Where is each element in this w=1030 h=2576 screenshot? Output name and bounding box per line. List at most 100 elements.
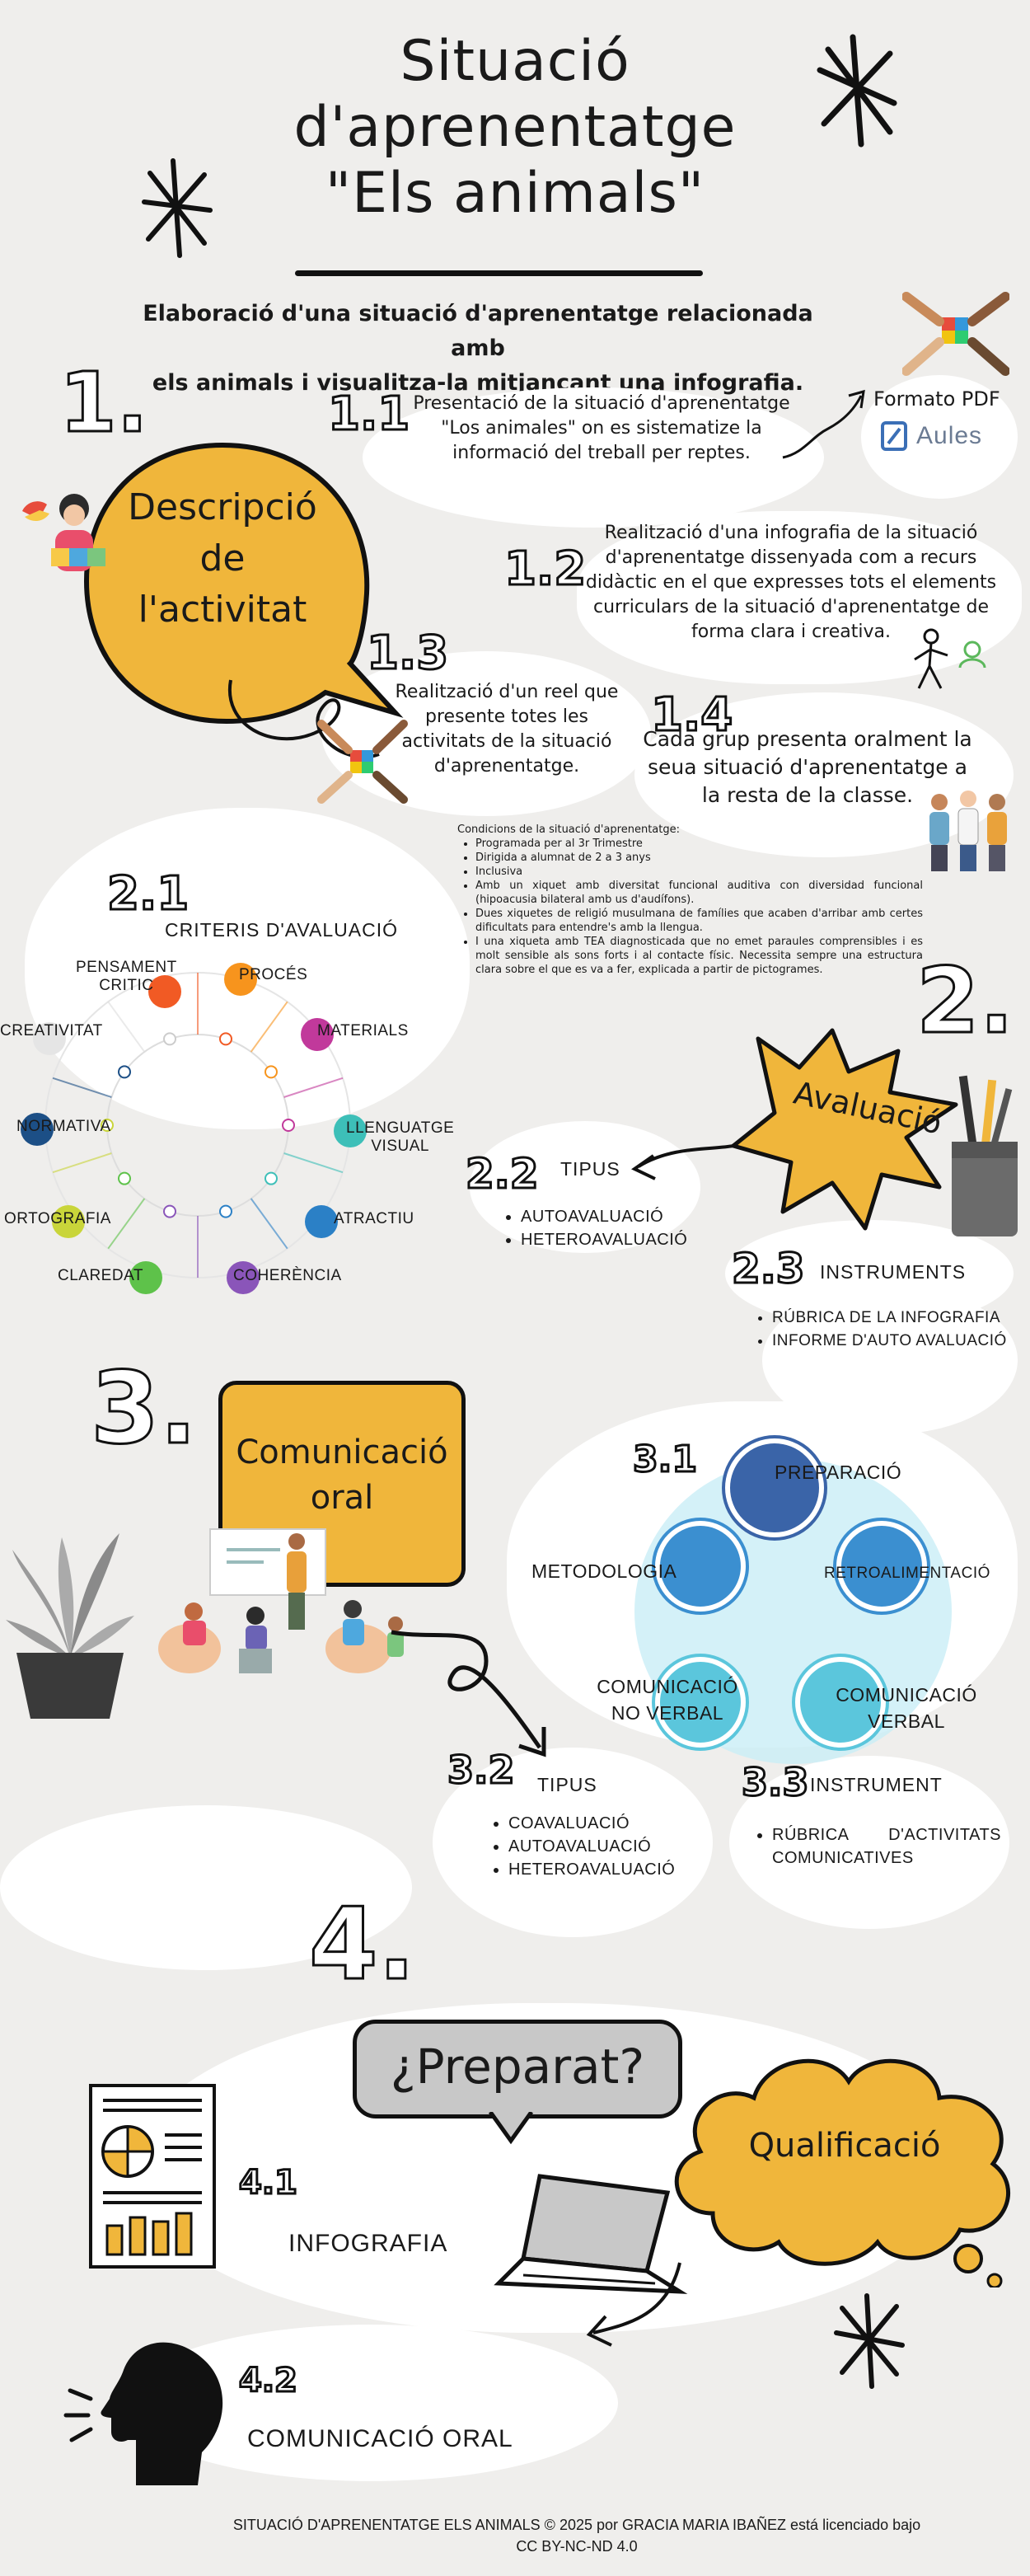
pencil-cup-icon <box>952 1075 1018 1236</box>
list-item: Programada per al 3r Trimestre <box>475 837 923 851</box>
section-3-3-title: INSTRUMENT <box>810 1774 943 1795</box>
cycle-node <box>655 1657 746 1748</box>
conditions-block: Condicions de la situació d'aprenentatge… <box>457 823 923 977</box>
text-line: Cada grup presenta oralment la <box>643 727 972 751</box>
wheel-node <box>264 1065 278 1079</box>
wheel-spoke <box>107 1198 146 1250</box>
text-line: Realització d'una infografia de la situa… <box>604 523 978 543</box>
section-4-1-label: INFOGRAFIA <box>288 2230 448 2257</box>
subtitle-line-2: els animals i visualitza-la mitjançant u… <box>152 370 804 396</box>
section-number-2: 2. <box>915 947 1014 1055</box>
cycle-label: COMUNICACIÓ NO VERBAL <box>597 1676 738 1724</box>
qualificacio-cloud <box>674 2058 1010 2287</box>
aules-icon <box>881 421 907 451</box>
blob <box>861 375 1018 499</box>
footer-line-2: CC BY-NC-ND 4.0 <box>516 2538 638 2555</box>
section-3-2-title: TIPUS <box>537 1774 597 1795</box>
section-number-1-4: 1.4 <box>649 687 733 744</box>
criteria-label: ORTOGRAFIA <box>4 1210 111 1227</box>
section-number-2-3: 2.3 <box>731 1244 807 1294</box>
arrow-icon <box>586 2262 681 2347</box>
wheel-spoke <box>107 1001 146 1053</box>
laptop-icon <box>494 2174 688 2294</box>
cycle-node <box>836 1521 927 1612</box>
criteria-label: COHERÈNCIA <box>233 1267 342 1284</box>
title-line-1: Situació <box>400 29 630 94</box>
presentation-group-icon <box>158 1528 404 1673</box>
preparat-box <box>353 2020 682 2119</box>
blob <box>363 387 824 528</box>
criteria-label: PENSAMENT CRITIC <box>76 959 177 994</box>
puzzle-hands-icon <box>317 720 408 804</box>
preparat-tail <box>488 2112 534 2145</box>
criteria-label: LLENGUATGE VISUAL <box>346 1119 455 1155</box>
criteria-dot <box>33 1022 66 1055</box>
wheel-spoke <box>52 1077 112 1098</box>
woman-puzzle-icon <box>22 494 105 571</box>
wheel-node <box>118 1171 132 1185</box>
list-item: AUTOAVALUACIÓ <box>508 1835 675 1858</box>
wheel-node <box>282 1119 295 1132</box>
text-line: d'aprenentatge dissenyada com a recurs <box>605 547 977 568</box>
cycle-label: PREPARACIÓ <box>775 1462 902 1483</box>
text-line: curriculars de la situació d'aprenentatg… <box>592 597 990 617</box>
footer-line-1: SITUACIÓ D'APRENENTATGE ELS ANIMALS © 20… <box>232 2517 921 2533</box>
section-1-3-text: Realització d'un reel que presente totes… <box>383 680 630 779</box>
criteria-title: CRITERIS D'AVALUACIÓ <box>165 919 398 941</box>
criteria-dot <box>301 1018 334 1051</box>
cycle-label: METODOLOGIA <box>531 1560 677 1582</box>
list-item: RÚBRICA DE LA INFOGRAFIA <box>772 1307 1007 1330</box>
section-2-2-title: TIPUS <box>560 1158 620 1180</box>
plant-pot-icon <box>6 1533 134 1719</box>
list-item: Inclusiva <box>475 865 923 879</box>
title-underline <box>295 270 703 276</box>
aules-logo: Aules <box>880 420 982 452</box>
wheel-node <box>163 1204 177 1218</box>
criteria-dot <box>129 1261 162 1294</box>
text-line: la resta de la classe. <box>701 783 914 807</box>
blob <box>321 651 651 816</box>
puzzle-hands-icon <box>902 292 1009 376</box>
cycle-label: COMUNICACIÓ VERBAL <box>836 1684 977 1732</box>
wheel-node <box>264 1171 278 1185</box>
aules-text: Aules <box>916 422 983 449</box>
list-item: RÚBRICA D'ACTIVITATS COMUNICATIVES <box>772 1823 1001 1870</box>
list-item: Amb un xiquet amb diversitat funcional a… <box>475 879 923 907</box>
text-line: seua situació d'aprenentatge a <box>648 755 967 779</box>
criteria-dot <box>148 975 181 1008</box>
section-2-3-title: INSTRUMENTS <box>820 1261 967 1283</box>
conditions-list: Programada per al 3r TrimestreDirigida a… <box>457 837 923 977</box>
wheel-node <box>218 1204 232 1218</box>
cycle-node <box>725 1438 824 1537</box>
wheel-spoke <box>283 1152 344 1174</box>
arrow-icon <box>782 389 865 459</box>
criteria-label: CLAREDAT <box>58 1267 143 1284</box>
section-2-2-list: AUTOAVALUACIÓHETEROAVALUACIÓ <box>503 1205 687 1251</box>
card-line: Comunicació <box>236 1433 448 1471</box>
list-item: INFORME D'AUTO AVALUACIÓ <box>772 1330 1007 1353</box>
section-number-4: 4. <box>307 1887 416 2004</box>
group-people-icon <box>929 791 1007 871</box>
text-line: informació del treball per reptes. <box>452 443 751 463</box>
person-flag-icon <box>914 628 986 689</box>
blob <box>0 1805 412 1970</box>
list-item: Dues xiquetes de religió musulmana de fa… <box>475 907 923 935</box>
wheel-spoke <box>52 1152 112 1174</box>
text-line: didàctic en el que expresses tots el ele… <box>585 572 997 593</box>
criteria-dot <box>21 1113 54 1146</box>
section-number-1-2: 1.2 <box>503 542 587 598</box>
format-pdf-label: Formato PDF <box>873 387 1000 411</box>
criteria-label: ATRACTIU <box>334 1210 414 1227</box>
wheel-spoke <box>250 1198 288 1250</box>
blob <box>729 1756 1009 1929</box>
avaluacio-burst <box>731 1028 958 1231</box>
criteria-dot <box>52 1205 85 1238</box>
cycle-node <box>795 1657 886 1748</box>
criteria-dot <box>224 963 257 996</box>
section-number-1-1: 1.1 <box>326 387 410 443</box>
blob <box>634 692 1014 857</box>
qualificacio-label: Qualificació <box>748 2127 941 2165</box>
section-number-2-2: 2.2 <box>465 1149 541 1199</box>
section-1-1-text: Presentació de la situació d'aprenentatg… <box>387 392 816 466</box>
blob <box>470 1121 700 1253</box>
